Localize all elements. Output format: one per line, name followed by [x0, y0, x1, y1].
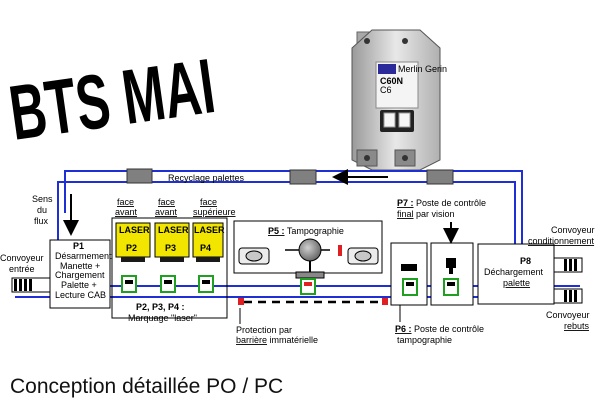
conveyor-cond-label-1: Convoyeur — [551, 225, 595, 235]
laser-station-p2: face avant LASER P2 — [115, 197, 151, 293]
p1-line-5: Lecture CAB — [55, 290, 106, 300]
laser-station-p4: face supérieure LASER P4 — [192, 197, 236, 293]
circuit-breaker-illustration: Merlin Gerin C60N C6 — [351, 29, 447, 171]
p1-line-1: Désarmement — [55, 251, 112, 261]
svg-text:face: face — [158, 197, 175, 207]
svg-text:P3: P3 — [165, 243, 176, 253]
p8-label-1: Déchargement — [484, 267, 544, 277]
footer-title: Conception détaillée PO / PC — [10, 375, 284, 398]
light-barrier-receiver — [382, 298, 388, 305]
flow-label-3: flux — [34, 216, 49, 226]
conveyor-cond-rollers — [553, 257, 583, 273]
breaker-model: C60N — [380, 76, 403, 86]
p1-line-3: Chargement — [55, 270, 105, 280]
svg-text:LASER: LASER — [194, 225, 225, 235]
station-p8 — [477, 243, 555, 305]
svg-text:face: face — [200, 197, 217, 207]
recycling-pallet-2 — [289, 169, 317, 185]
p1-line-4: Palette + — [61, 280, 97, 290]
p5-pallet — [300, 278, 316, 295]
conveyor-cond-label-2: conditionnement — [528, 236, 595, 246]
station-p1 — [49, 239, 111, 309]
flow-label-1: Sens — [32, 194, 53, 204]
p8-title: P8 — [520, 256, 531, 266]
flow-label-2: du — [37, 205, 47, 215]
recycling-pallet-3 — [426, 169, 454, 185]
breaker-rating: C6 — [380, 85, 392, 95]
svg-text:LASER: LASER — [158, 225, 189, 235]
p1-title: P1 — [73, 241, 84, 251]
svg-text:avant: avant — [155, 207, 178, 217]
svg-text:LASER: LASER — [119, 225, 150, 235]
marking-label-2: Marquage "laser" — [128, 313, 197, 323]
p8-label-2: palette — [503, 278, 530, 288]
light-barrier-emitter — [238, 298, 244, 305]
svg-text:supérieure: supérieure — [193, 207, 236, 217]
conveyor-in-rollers — [11, 277, 51, 293]
p5-label: P5 : Tampographie — [268, 226, 344, 236]
p7-label-1: P7 : Poste de contrôle — [397, 198, 486, 208]
conveyor-rej-rollers — [553, 288, 583, 304]
page-title: BTS MAI — [4, 42, 220, 157]
marking-label-1: P2, P3, P4 : — [136, 302, 185, 312]
p6-label-2: tampographie — [397, 335, 452, 345]
recycling-pallet-1 — [126, 168, 153, 184]
svg-text:P2: P2 — [126, 243, 137, 253]
laser-station-p3: face avant LASER P3 — [154, 197, 190, 293]
breaker-brand: Merlin Gerin — [398, 64, 447, 74]
p6-label-1: P6 : Poste de contrôle — [395, 324, 484, 334]
laser-group-frame — [111, 217, 228, 319]
protection-label-2: barrière immatérielle — [236, 335, 318, 345]
conveyor-in-label-1: Convoyeur — [0, 253, 44, 263]
svg-text:P4: P4 — [200, 243, 211, 253]
conveyor-rej-label-2: rebuts — [564, 321, 590, 331]
tampo-ink-icon — [347, 247, 379, 265]
svg-text:face: face — [117, 197, 134, 207]
recycling-label: Recyclage palettes — [168, 173, 245, 183]
protection-label-1: Protection par — [236, 325, 292, 335]
conveyor-rej-label-1: Convoyeur — [546, 310, 590, 320]
conveyor-in-label-2: entrée — [9, 264, 35, 274]
p1-line-2: Manette + — [60, 261, 100, 271]
tampo-pad-icon — [238, 247, 270, 265]
svg-text:avant: avant — [115, 207, 138, 217]
p7-label-2: final par vision — [397, 209, 455, 219]
